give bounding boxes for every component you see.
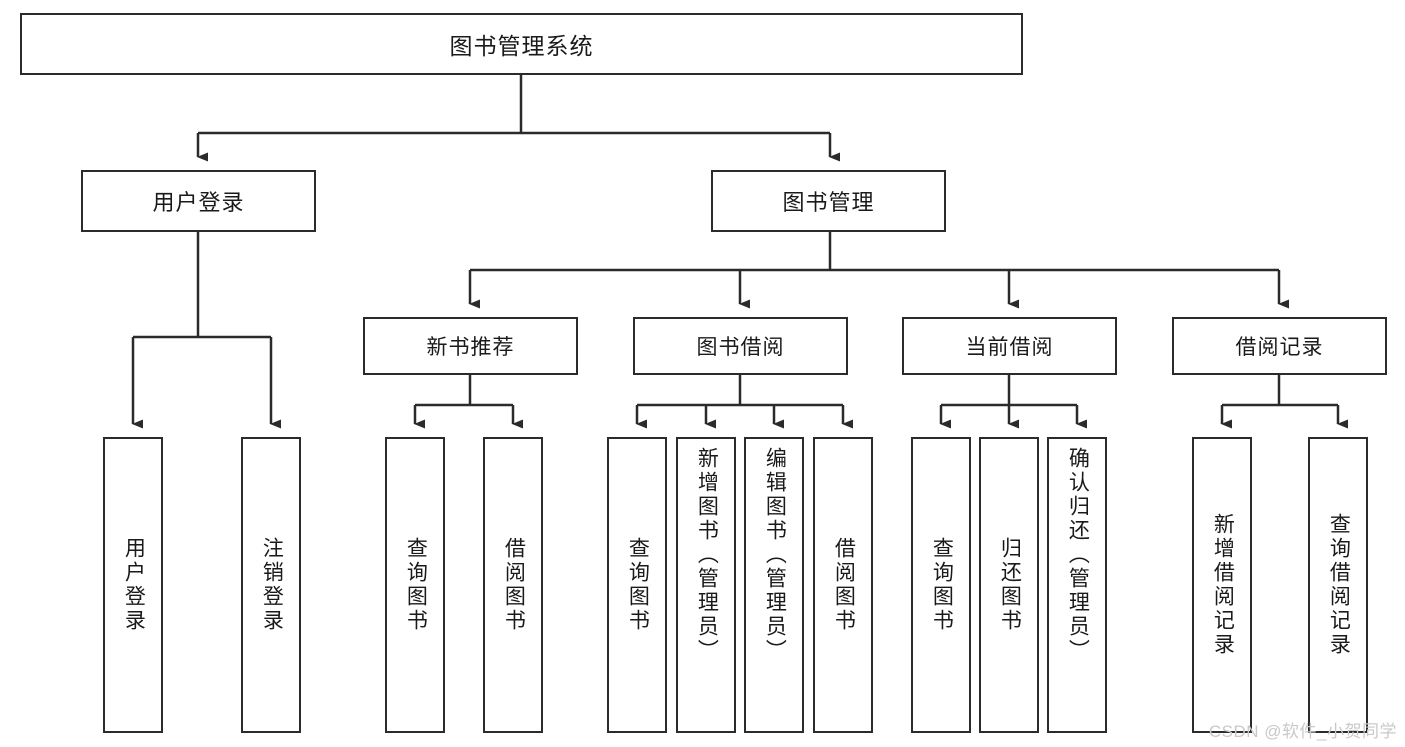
node-book-borrow[interactable]: 图书借阅	[633, 317, 848, 375]
leaf-label: 注销登录	[260, 537, 284, 633]
leaf-label: 用户登录	[122, 537, 146, 633]
node-user-login[interactable]: 用户登录	[81, 170, 316, 232]
leaf-label: 查询借阅记录	[1327, 513, 1351, 657]
node-book-borrow-label: 图书借阅	[696, 336, 785, 359]
leaf-book-borrow-edit[interactable]: 编辑图书（管理员）	[744, 437, 804, 733]
node-current-borrow-label: 当前借阅	[965, 336, 1054, 359]
leaf-label: 归还图书	[998, 537, 1022, 633]
node-root-label: 图书管理系统	[449, 33, 594, 59]
leaf-book-borrow-query[interactable]: 查询图书	[607, 437, 667, 733]
node-book-manage[interactable]: 图书管理	[711, 170, 946, 232]
leaf-borrow-record-add[interactable]: 新增借阅记录	[1192, 437, 1252, 733]
watermark: CSDN @软件_小贺同学	[1208, 722, 1397, 741]
node-user-login-label: 用户登录	[152, 190, 245, 215]
node-book-manage-label: 图书管理	[782, 190, 875, 215]
leaf-current-borrow-query[interactable]: 查询图书	[911, 437, 971, 733]
leaf-book-borrow-borrow[interactable]: 借阅图书	[813, 437, 873, 733]
node-borrow-record[interactable]: 借阅记录	[1172, 317, 1387, 375]
leaf-new-book-query[interactable]: 查询图书	[385, 437, 445, 733]
leaf-current-borrow-return[interactable]: 归还图书	[979, 437, 1039, 733]
leaf-label: 借阅图书	[832, 537, 856, 633]
leaf-label: 新增图书（管理员）	[695, 447, 719, 663]
leaf-label: 借阅图书	[502, 537, 526, 633]
leaf-label: 查询图书	[930, 537, 954, 633]
leaf-label: 查询图书	[404, 537, 428, 633]
leaf-label: 查询图书	[626, 537, 650, 633]
leaf-label: 新增借阅记录	[1211, 513, 1235, 657]
leaf-label: 确认归还（管理员）	[1066, 447, 1090, 663]
leaf-label: 编辑图书（管理员）	[763, 447, 787, 663]
leaf-borrow-record-query[interactable]: 查询借阅记录	[1308, 437, 1368, 733]
leaf-book-borrow-add[interactable]: 新增图书（管理员）	[676, 437, 736, 733]
leaf-user-login-logout[interactable]: 注销登录	[241, 437, 301, 733]
leaf-new-book-borrow[interactable]: 借阅图书	[483, 437, 543, 733]
node-new-book-label: 新书推荐	[426, 336, 515, 359]
node-root[interactable]: 图书管理系统	[20, 13, 1023, 75]
node-new-book[interactable]: 新书推荐	[363, 317, 578, 375]
leaf-current-borrow-confirm[interactable]: 确认归还（管理员）	[1047, 437, 1107, 733]
node-current-borrow[interactable]: 当前借阅	[902, 317, 1117, 375]
node-borrow-record-label: 借阅记录	[1235, 336, 1324, 359]
leaf-user-login-login[interactable]: 用户登录	[103, 437, 163, 733]
